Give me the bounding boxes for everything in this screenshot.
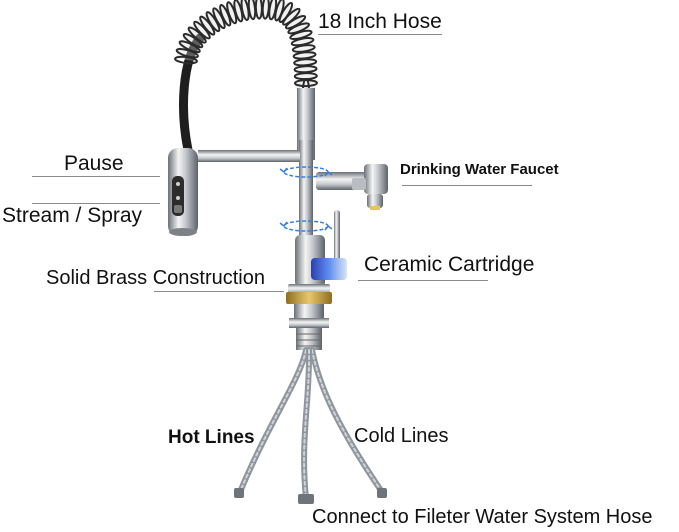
brass-ring (286, 292, 332, 304)
underline-solid-brass-construction (154, 291, 284, 292)
underline-18-inch-hose (318, 34, 442, 35)
sprayer-arm (198, 150, 300, 162)
sprayer-head (168, 148, 198, 236)
label-solid-brass-construction: Solid Brass Construction (46, 267, 265, 289)
handle-lever (334, 210, 340, 264)
underline-pause (32, 176, 160, 177)
label-ceramic-cartridge: Ceramic Cartridge (364, 253, 535, 276)
label-pause: Pause (64, 152, 124, 175)
label-connect-filter-hose: Connect to Fileter Water System Hose (312, 506, 653, 528)
label-stream-spray: Stream / Spray (2, 204, 143, 227)
underline-stream-spray (32, 203, 160, 204)
mounting-shank (289, 304, 329, 350)
drinking-water-faucet (316, 164, 388, 210)
faucet-body (288, 235, 347, 294)
supply-lines (237, 347, 385, 501)
spring-coil-rings (174, 0, 318, 102)
underline-ceramic-cartridge (358, 280, 488, 281)
underline-drinking-water-faucet (402, 185, 532, 186)
label-drinking-water-faucet: Drinking Water Faucet (400, 161, 559, 178)
label-hot-lines: Hot Lines (168, 427, 255, 448)
spring-coil-ring (293, 79, 318, 88)
ceramic-cartridge-window (311, 258, 347, 280)
label-18-inch-hose: 18 Inch Hose (318, 10, 442, 33)
swivel-arrow-icon (279, 220, 333, 232)
label-cold-lines: Cold Lines (354, 425, 449, 447)
swivel-arrow-icon (279, 166, 333, 178)
line-end-fittings (234, 488, 387, 504)
